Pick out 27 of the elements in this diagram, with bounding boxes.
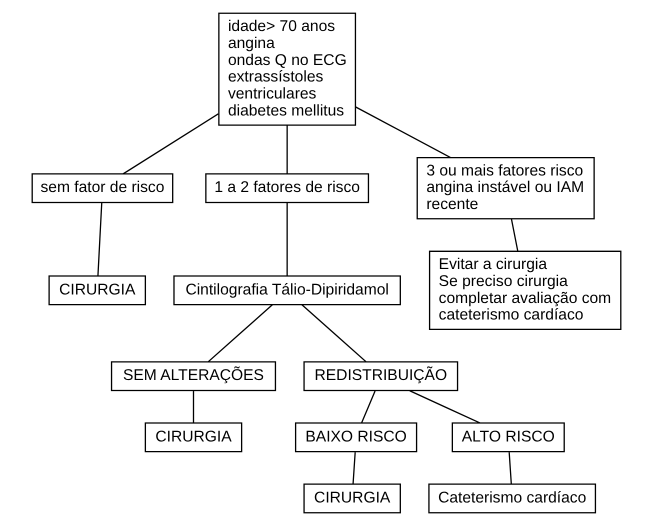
node-box: sem fator de risco [32, 173, 174, 204]
connector [409, 390, 480, 424]
node-box: CIRURGIA [144, 422, 242, 452]
node-box: Cateterismo cardíaco [428, 483, 596, 514]
connector [508, 452, 512, 484]
node-box: Evitar a cirurgia Se preciso cirurgia completar avaliação com cateterismo cardíaco [428, 250, 622, 330]
node-box: Cintilografia Tálio-Dipiridamol [173, 275, 401, 306]
connector [286, 202, 288, 276]
connector [286, 125, 288, 174]
connector [122, 113, 219, 174]
connector [510, 218, 518, 252]
connector [301, 304, 366, 362]
node-box: ALTO RISCO [452, 422, 565, 452]
connector [352, 452, 356, 484]
node-box: idade> 70 anos angina ondas Q no ECG extrassístoles ventriculares diabetes mellitus [218, 12, 356, 126]
node-box: SEM ALTERAÇÕES [110, 361, 276, 392]
node-box: REDISTRIBUIÇÃO [303, 361, 458, 392]
node-box: 1 a 2 fatores de risco [205, 173, 370, 204]
connector [361, 390, 376, 424]
connector [355, 106, 451, 158]
node-box: BAIXO RISCO [294, 422, 418, 452]
node-box: 3 ou mais fatores risco angina instável ou IAM recente [416, 156, 595, 220]
connector [97, 202, 102, 276]
node-box: CIRURGIA [303, 483, 401, 514]
connector [192, 391, 194, 423]
connector [208, 304, 273, 362]
node-box: CIRURGIA [48, 275, 146, 306]
